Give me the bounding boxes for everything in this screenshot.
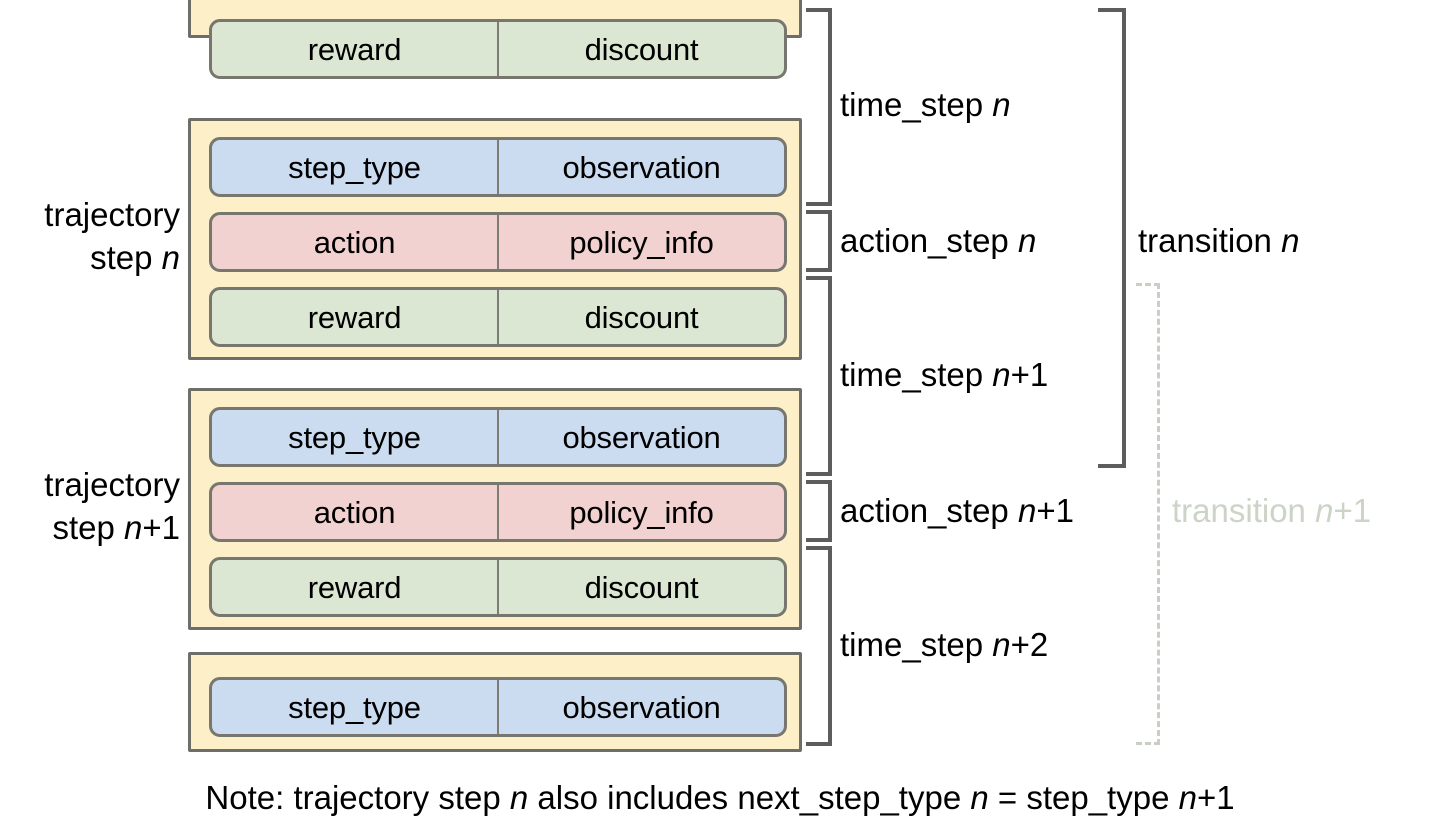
label-trajectory-step-n-plus-1-line1: trajectory bbox=[44, 466, 180, 503]
trajectory-container-n-plus-1: step_type observation action policy_info… bbox=[188, 388, 802, 630]
bracket-time-step-n-plus-1 bbox=[806, 276, 832, 476]
reward-cell: reward bbox=[212, 22, 499, 76]
label-action-step-n-plus-1: action_step n+1 bbox=[840, 492, 1074, 529]
discount-cell: discount bbox=[584, 569, 699, 605]
reward-row: reward discount bbox=[209, 19, 787, 79]
bracket-time-step-n-plus-2 bbox=[806, 546, 832, 746]
time-step-row: step_type observation bbox=[209, 677, 787, 737]
policy-info-cell: policy_info bbox=[569, 224, 714, 260]
discount-cell: discount bbox=[584, 299, 699, 335]
bracket-transition-n bbox=[1098, 8, 1126, 468]
label-action-step-n: action_step n bbox=[840, 222, 1037, 259]
time-step-row: step_type observation bbox=[209, 137, 787, 197]
reward-row: reward discount bbox=[209, 557, 787, 617]
label-time-step-n-plus-1: time_step n+1 bbox=[840, 356, 1049, 393]
action-cell: action bbox=[212, 485, 499, 539]
label-trajectory-step-n-plus-1: trajectory step n+1 bbox=[0, 463, 180, 549]
bracket-time-step-n bbox=[806, 8, 832, 206]
trajectory-container-n: step_type observation action policy_info… bbox=[188, 118, 802, 360]
label-trajectory-step-n-plus-1-line2: step n+1 bbox=[52, 509, 180, 546]
label-trajectory-step-n: trajectory step n bbox=[0, 193, 180, 279]
label-time-step-n-plus-2: time_step n+2 bbox=[840, 626, 1049, 663]
reward-row: reward discount bbox=[209, 287, 787, 347]
action-step-row: action policy_info bbox=[209, 212, 787, 272]
label-trajectory-step-n-line1: trajectory bbox=[44, 196, 180, 233]
label-time-step-n: time_step n bbox=[840, 86, 1011, 123]
action-cell: action bbox=[212, 215, 499, 269]
action-step-row: action policy_info bbox=[209, 482, 787, 542]
discount-cell: discount bbox=[584, 31, 699, 67]
trajectory-container-partial-bottom: step_type observation bbox=[188, 652, 802, 752]
observation-cell: observation bbox=[562, 419, 721, 455]
step-type-cell: step_type bbox=[212, 680, 499, 734]
label-transition-n-plus-1: transition n+1 bbox=[1172, 492, 1372, 529]
policy-info-cell: policy_info bbox=[569, 494, 714, 530]
observation-cell: observation bbox=[562, 149, 721, 185]
time-step-row: step_type observation bbox=[209, 407, 787, 467]
label-trajectory-step-n-line2: step n bbox=[90, 239, 180, 276]
bracket-action-step-n-plus-1 bbox=[806, 480, 832, 542]
bracket-transition-n-plus-1 bbox=[1136, 283, 1160, 745]
step-type-cell: step_type bbox=[212, 140, 499, 194]
bracket-action-step-n bbox=[806, 210, 832, 272]
footnote: Note: trajectory step n also includes ne… bbox=[205, 779, 1235, 816]
reward-cell: reward bbox=[212, 290, 499, 344]
reward-cell: reward bbox=[212, 560, 499, 614]
observation-cell: observation bbox=[562, 689, 721, 725]
step-type-cell: step_type bbox=[212, 410, 499, 464]
label-transition-n: transition n bbox=[1138, 222, 1300, 259]
trajectory-container-partial-top: reward discount bbox=[188, 0, 802, 79]
